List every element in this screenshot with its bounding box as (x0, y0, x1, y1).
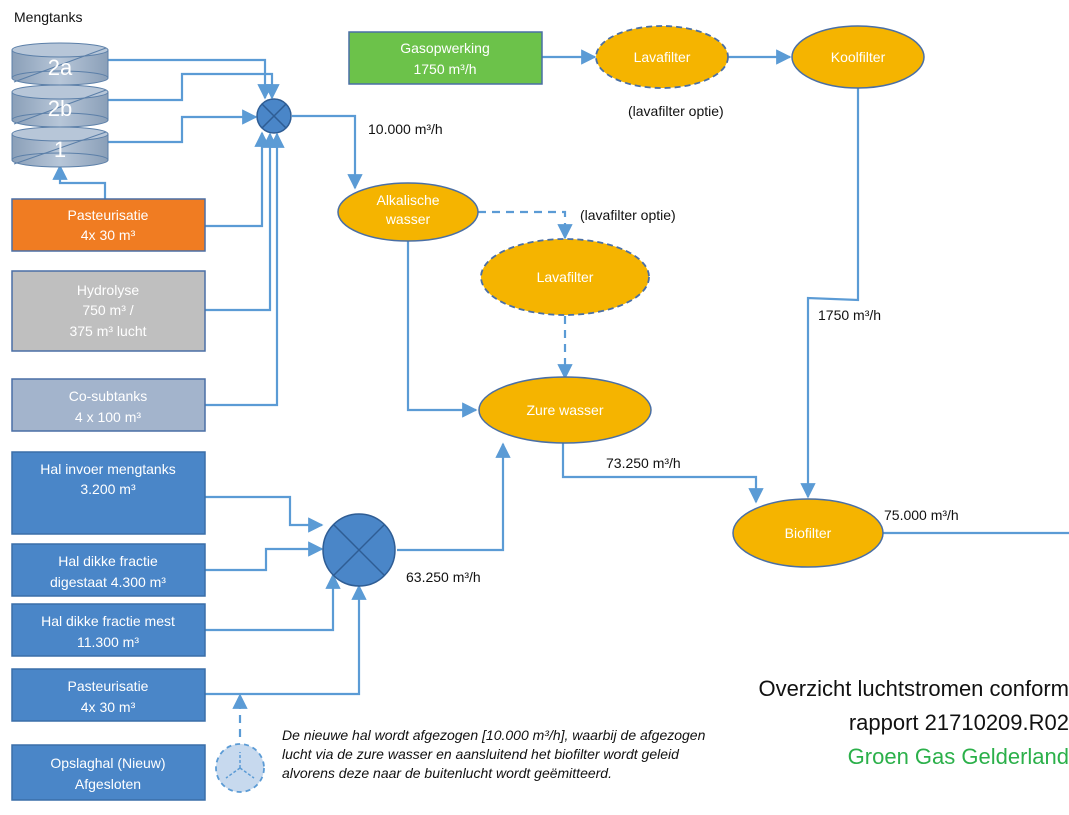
box-line: 4x 30 m³ (81, 699, 136, 715)
node-zure-wasser: Zure wasser (478, 376, 652, 444)
box-line: Hal dikke fractie (58, 553, 158, 569)
box-line: Hal dikke fractie mest (41, 613, 175, 629)
flow-label: 1750 m³/h (818, 307, 881, 323)
flow-lines (52, 49, 1069, 737)
node-label: Biofilter (785, 525, 832, 541)
node-label: Lavafilter (634, 49, 691, 65)
box-pasteurisatie-top: Pasteurisatie 4x 30 m³ (11, 198, 206, 252)
mixer-large (322, 513, 396, 587)
flow-label: (lavafilter optie) (580, 207, 676, 223)
box-hydrolyse: Hydrolyse 750 m³ / 375 m³ lucht (11, 270, 206, 352)
box-line: Gasopwerking (400, 40, 490, 56)
box-line: digestaat 4.300 m³ (50, 574, 166, 590)
box-line: 4 x 100 m³ (75, 409, 141, 425)
box-line: Opslaghal (Nieuw) (50, 755, 165, 771)
mengtanks-title: Mengtanks (14, 9, 82, 25)
overview-title-block: Overzicht luchtstromen conform rapport 2… (649, 672, 1069, 774)
box-line: 750 m³ / (82, 302, 133, 318)
flow-label: 10.000 m³/h (368, 121, 443, 137)
box-gasopwerking: Gasopwerking 1750 m³/h (348, 31, 543, 85)
tank-2a: 2a (11, 42, 109, 86)
box-hal-dikke-mest: Hal dikke fractie mest 11.300 m³ (11, 603, 206, 657)
overview-line-2: rapport 21710209.R02 (848, 710, 1069, 735)
tank-label: 1 (54, 137, 66, 162)
flow-label: 75.000 m³/h (884, 507, 959, 523)
node-lavafilter-top: Lavafilter (595, 25, 729, 89)
node-alkalische-wasser: Alkalische wasser (337, 182, 479, 242)
node-koolfilter: Koolfilter (791, 25, 925, 89)
tank-2b: 2b (11, 84, 109, 128)
box-cosubtanks: Co-subtanks 4 x 100 m³ (11, 378, 206, 432)
tank-label: 2a (48, 55, 73, 80)
node-lavafilter-mid: Lavafilter (480, 238, 650, 316)
box-hal-invoer: Hal invoer mengtanks 3.200 m³ (11, 451, 206, 535)
flow-label: 73.250 m³/h (606, 455, 681, 471)
node-label: Koolfilter (831, 49, 886, 65)
overview-line-3: Groen Gas Gelderland (847, 744, 1069, 769)
node-label: Lavafilter (537, 269, 594, 285)
box-line: 4x 30 m³ (81, 227, 136, 243)
flow-label: (lavafilter optie) (628, 103, 724, 119)
box-line: 375 m³ lucht (69, 323, 146, 339)
box-line: 3.200 m³ (80, 481, 136, 497)
box-line: 1750 m³/h (413, 61, 476, 77)
tank-1: 1 (11, 126, 109, 168)
footnote: De nieuwe hal wordt afgezogen [10.000 m³… (282, 727, 706, 781)
fan-icon (215, 743, 265, 793)
flow-label: 63.250 m³/h (406, 569, 481, 585)
box-line: 11.300 m³ (77, 634, 139, 650)
node-biofilter: Biofilter (732, 498, 884, 568)
mixer-small (256, 98, 292, 134)
box-line: Afgesloten (75, 776, 141, 792)
node-label: wasser (385, 211, 431, 227)
box-line: Co-subtanks (69, 388, 148, 404)
box-opslaghal: Opslaghal (Nieuw) Afgesloten (11, 744, 206, 801)
box-line: Hal invoer mengtanks (40, 461, 175, 477)
tank-label: 2b (48, 96, 72, 121)
box-line: Hydrolyse (77, 282, 139, 298)
overview-line-1: Overzicht luchtstromen conform (758, 676, 1069, 701)
box-line: Pasteurisatie (68, 678, 149, 694)
node-label: Zure wasser (526, 402, 603, 418)
box-hal-dikke-digestaat: Hal dikke fractie digestaat 4.300 m³ (11, 543, 206, 597)
box-line: Pasteurisatie (68, 207, 149, 223)
node-label: Alkalische (376, 192, 439, 208)
box-pasteurisatie-bottom: Pasteurisatie 4x 30 m³ (11, 668, 206, 722)
